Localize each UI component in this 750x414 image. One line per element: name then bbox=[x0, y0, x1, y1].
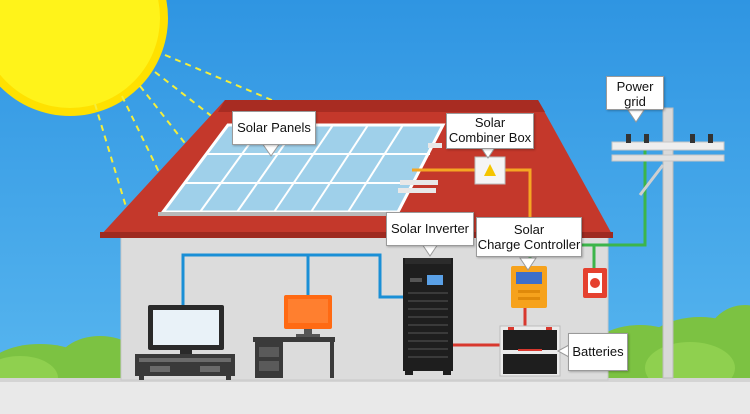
solar-panels-label: Solar Panels bbox=[237, 120, 311, 135]
callout-pointer-grid bbox=[627, 109, 645, 123]
charge-controller-label-line2: Charge Controller bbox=[477, 237, 581, 252]
ground bbox=[0, 380, 750, 414]
solar-inverter-label: Solar Inverter bbox=[390, 221, 470, 236]
batteries-label: Batteries bbox=[572, 344, 624, 359]
combiner-box-label-line1: Solar bbox=[474, 115, 506, 130]
battery-wire-red bbox=[452, 307, 527, 347]
callout-solar-inverter: Solar Inverter bbox=[386, 212, 474, 246]
computer-monitor-icon bbox=[284, 295, 332, 337]
charge-controller-label-line1: Solar bbox=[513, 222, 545, 237]
battery-rack bbox=[499, 325, 561, 377]
charge-controller bbox=[511, 266, 547, 308]
solar-panel-array bbox=[158, 123, 446, 216]
callout-power-grid: Power grid bbox=[606, 76, 664, 110]
combiner-box-label-line2: Combiner Box bbox=[448, 130, 532, 145]
sun-icon bbox=[0, 0, 168, 116]
tv-cabinet bbox=[135, 354, 235, 380]
warning-icon bbox=[484, 164, 496, 176]
callout-charge-controller: Solar Charge Controller bbox=[476, 217, 582, 257]
power-grid-label-line1: Power bbox=[616, 79, 654, 94]
solar-inverter-cabinet bbox=[403, 258, 453, 375]
tv-icon bbox=[148, 305, 224, 355]
combiner-box bbox=[474, 156, 506, 185]
callout-pointer-controller bbox=[519, 257, 537, 271]
power-grid-label-line2: grid bbox=[624, 94, 646, 109]
ac-wire-blue bbox=[181, 253, 405, 305]
utility-pole bbox=[611, 107, 725, 379]
callout-combiner-box: Solar Combiner Box bbox=[446, 113, 534, 149]
desk bbox=[253, 337, 335, 378]
callout-solar-panels: Solar Panels bbox=[232, 111, 316, 145]
grid-meter-box bbox=[583, 268, 607, 298]
callout-batteries: Batteries bbox=[568, 333, 628, 371]
